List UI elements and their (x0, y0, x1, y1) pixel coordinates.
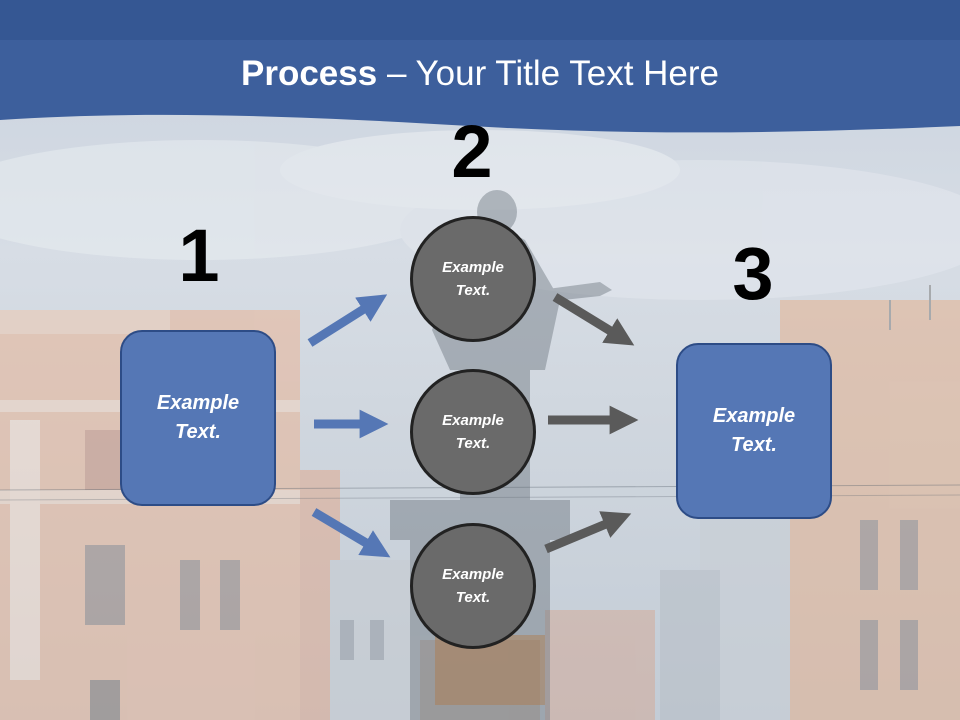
step-1-label: Example Text. (156, 392, 240, 443)
circle-top-label: Example Text. (442, 259, 504, 299)
step-number-2: 2 (451, 110, 493, 193)
step-2-circle-top: Example Text. (410, 216, 536, 342)
circle-bottom-label: Example Text. (442, 566, 504, 606)
title-rest: – Your Title Text Here (377, 54, 719, 93)
header-banner (0, 0, 960, 133)
step-number-3: 3 (732, 232, 774, 315)
step-number-1: 1 (178, 214, 220, 297)
step-2-circle-bottom: Example Text. (410, 523, 536, 649)
step-3-label: Example Text. (712, 405, 796, 456)
step-2-circle-middle: Example Text. (410, 369, 536, 495)
arrow-up-blue (307, 294, 388, 347)
step-3-box: Example Text. (676, 343, 832, 519)
step-1-box: Example Text. (120, 330, 276, 506)
arrow-down-blue (311, 508, 391, 558)
slide-title: Process – Your Title Text Here (0, 50, 960, 98)
title-bold: Process (241, 54, 378, 93)
arrow-down-gray (552, 293, 635, 346)
arrow-up-gray (544, 511, 632, 554)
circle-middle-label: Example Text. (442, 412, 504, 452)
